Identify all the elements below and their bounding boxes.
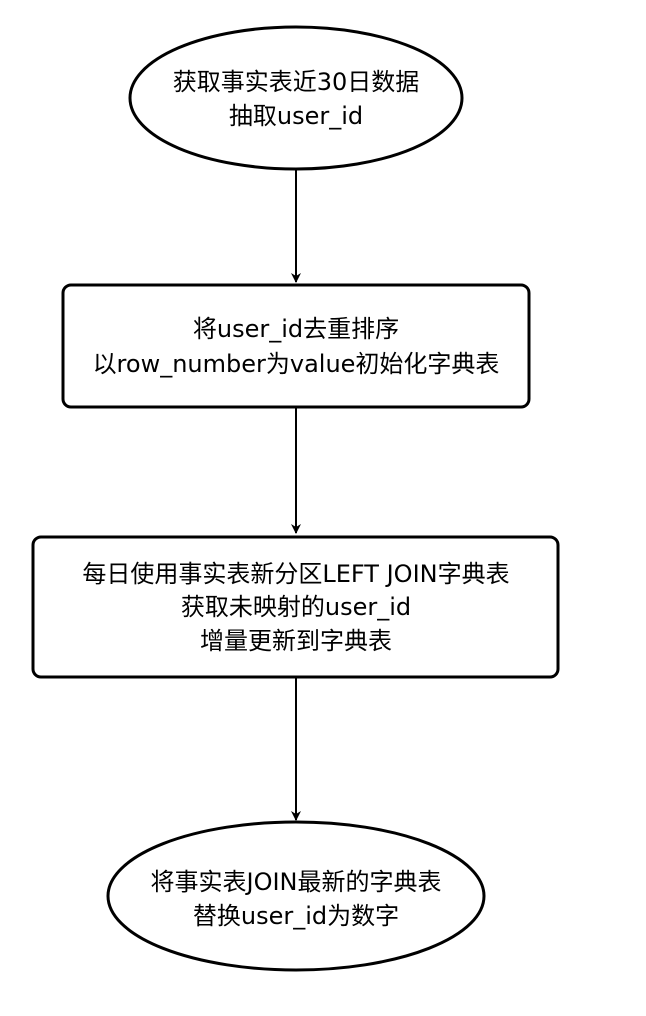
init-dict-node: 将user_id去重排序 以row_number为value初始化字典表 [61, 283, 531, 409]
start-node: 获取事实表近30日数据 抽取user_id [128, 25, 464, 171]
incremental-update-line-2: 获取未映射的user_id [181, 593, 411, 621]
incremental-update-node: 每日使用事实表新分区LEFT JOIN字典表 获取未映射的user_id 增量更… [31, 535, 560, 679]
incremental-update-line-3: 增量更新到字典表 [200, 627, 392, 655]
end-node-line-1: 将事实表JOIN最新的字典表 [151, 868, 442, 896]
end-node-line-2: 替换user_id为数字 [193, 902, 399, 930]
end-node: 将事实表JOIN最新的字典表 替换user_id为数字 [106, 820, 486, 972]
init-dict-line-1: 将user_id去重排序 [193, 315, 399, 343]
incremental-update-line-1: 每日使用事实表新分区LEFT JOIN字典表 [82, 560, 509, 588]
start-node-line-2: 抽取user_id [229, 102, 363, 130]
init-dict-line-2: 以row_number为value初始化字典表 [93, 350, 500, 378]
start-node-line-1: 获取事实表近30日数据 [173, 68, 420, 96]
